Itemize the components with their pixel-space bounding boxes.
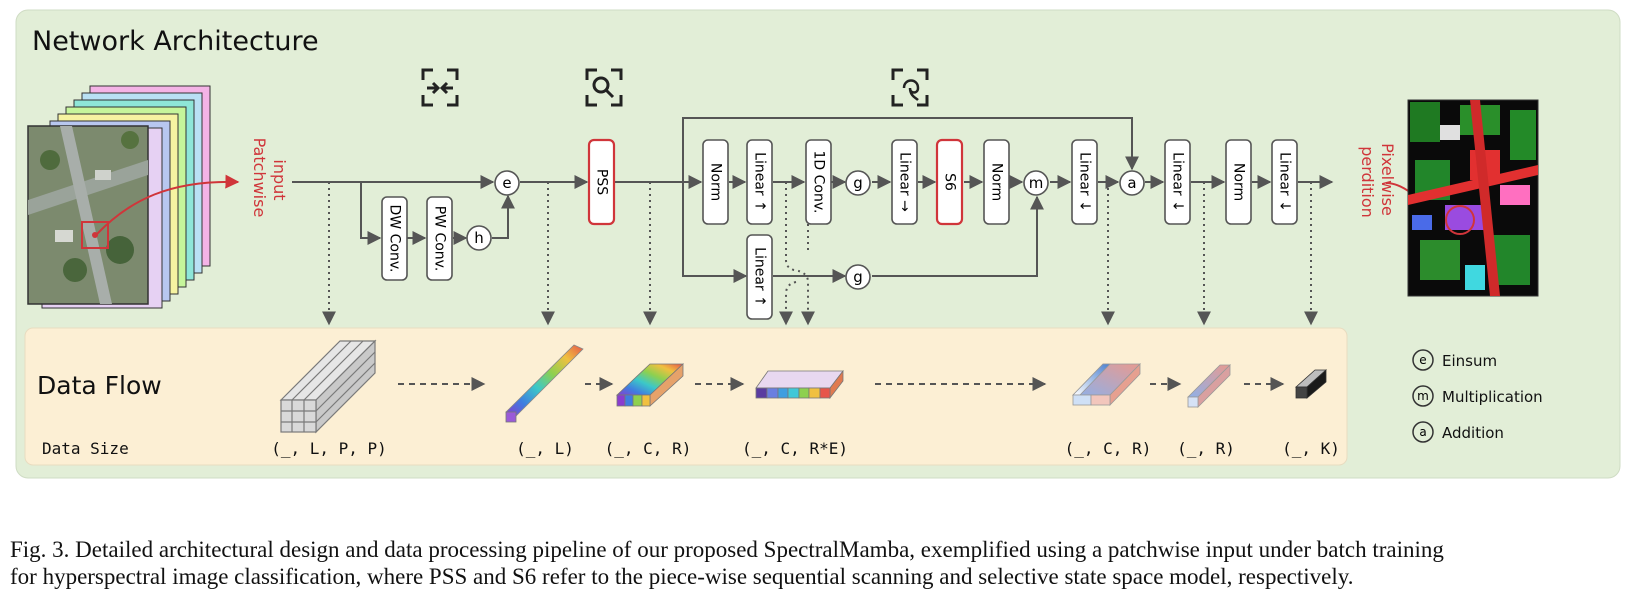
op-g-2-label: g	[853, 268, 863, 286]
legend-symbol-e: e	[1419, 353, 1426, 367]
search-scan-icon	[585, 68, 623, 107]
tensor-cre-icon	[755, 369, 844, 400]
block-pw-conv-label: PW Conv.	[432, 206, 448, 272]
size-label-5: (_, C, R)	[1065, 439, 1152, 458]
caption-line-1: Fig. 3. Detailed architectural design an…	[10, 537, 1444, 562]
input-label-line1: Patchwise	[250, 138, 269, 218]
selective-scan-icon	[891, 68, 929, 107]
block-pss: PSS	[587, 138, 616, 226]
op-multiplication: m	[1023, 170, 1049, 196]
block-s6-label: S6	[942, 173, 958, 191]
block-s6: S6	[935, 138, 964, 226]
input-pointer-arrow	[96, 174, 240, 235]
tensor-cr-out-icon	[1072, 363, 1141, 406]
dotted-drops	[322, 182, 1318, 326]
block-norm-3-label: Norm	[1231, 163, 1247, 201]
block-linear-down-2: Linear ↓	[1164, 139, 1191, 225]
tensor-cube-icon	[279, 339, 377, 434]
caption-line-2: for hyperspectral image classification, …	[10, 564, 1354, 589]
block-linear-up-2-label: Linear ↑	[752, 247, 768, 307]
connectors	[292, 117, 1334, 283]
data-size-label: Data Size	[42, 439, 129, 458]
block-norm-3: Norm	[1225, 139, 1252, 225]
scan-icon	[421, 68, 459, 107]
output-label-line2: perdition	[1358, 146, 1377, 218]
block-linear-up-1-label: Linear ↑	[752, 152, 768, 212]
block-linear-down-1: Linear ↓	[1071, 139, 1098, 225]
block-linear-down-3-label: Linear ↓	[1277, 152, 1293, 212]
tensor-r-icon	[1187, 364, 1231, 408]
legend-label-multiplication: Multiplication	[1442, 388, 1543, 406]
block-dw-conv: DW Conv.	[381, 196, 408, 281]
block-pss-label: PSS	[594, 169, 610, 195]
legend: e Einsum m Multiplication a Addition	[1412, 349, 1543, 443]
op-addition-label: a	[1127, 174, 1136, 192]
panel-title: Network Architecture	[32, 26, 319, 57]
block-linear-down-3: Linear ↓	[1271, 139, 1298, 225]
block-linear-up-2: Linear ↑	[746, 234, 773, 320]
legend-item-addition: a Addition	[1412, 421, 1504, 443]
figure-caption: Fig. 3. Detailed architectural design an…	[10, 536, 1620, 590]
block-conv1d: 1D Conv.	[805, 139, 832, 225]
tensor-cr-icon	[615, 363, 685, 407]
block-norm-1: Norm	[702, 139, 729, 225]
block-norm-2: Norm	[983, 139, 1010, 225]
size-label-3: (_, C, R)	[605, 439, 692, 458]
size-label-1: (_, L, P, P)	[271, 439, 387, 458]
legend-item-multiplication: m Multiplication	[1412, 385, 1543, 407]
block-dw-conv-label: DW Conv.	[387, 205, 403, 273]
block-linear-right-label: Linear →	[897, 152, 913, 212]
op-multiplication-label: m	[1029, 174, 1044, 192]
tensor-rainbow-bar-icon	[505, 344, 584, 423]
block-linear-right: Linear →	[891, 139, 918, 225]
block-linear-up-1: Linear ↑	[746, 139, 773, 225]
size-label-2: (_, L)	[516, 439, 574, 458]
size-label-7: (_, K)	[1282, 439, 1340, 458]
tensor-k-icon	[1294, 369, 1328, 399]
legend-item-einsum: e Einsum	[1412, 349, 1497, 371]
output-classification-map	[1407, 99, 1539, 297]
op-einsum: e	[494, 170, 520, 196]
data-flow-title: Data Flow	[37, 371, 162, 400]
output-label: Pixelwise perdition	[1358, 143, 1397, 221]
block-norm-2-label: Norm	[989, 163, 1005, 201]
legend-symbol-a: a	[1419, 425, 1426, 439]
input-label-line2: input	[270, 159, 289, 200]
input-hsi-stack	[27, 85, 211, 309]
legend-label-addition: Addition	[1442, 424, 1504, 442]
block-norm-1-label: Norm	[708, 163, 724, 201]
block-linear-down-1-label: Linear ↓	[1077, 152, 1093, 212]
op-h: h	[466, 225, 492, 251]
block-pw-conv: PW Conv.	[426, 196, 453, 281]
block-conv1d-label: 1D Conv.	[811, 151, 827, 214]
size-label-6: (_, R)	[1177, 439, 1235, 458]
output-label-line1: Pixelwise	[1378, 143, 1397, 216]
input-label: Patchwise input	[250, 138, 289, 223]
op-addition: a	[1119, 170, 1145, 196]
legend-label-einsum: Einsum	[1442, 352, 1497, 370]
size-label-4: (_, C, R*E)	[742, 439, 848, 458]
op-h-label: h	[474, 229, 484, 247]
op-g-2: g	[845, 264, 871, 290]
op-einsum-label: e	[502, 174, 511, 192]
data-size-labels: (_, L, P, P) (_, L) (_, C, R) (_, C, R*E…	[271, 439, 1340, 458]
op-g-1: g	[845, 170, 871, 196]
op-g-1-label: g	[853, 174, 863, 192]
architecture-diagram: Network Architecture Patchwise input	[15, 9, 1621, 479]
legend-symbol-m: m	[1417, 389, 1429, 403]
block-linear-down-2-label: Linear ↓	[1170, 152, 1186, 212]
